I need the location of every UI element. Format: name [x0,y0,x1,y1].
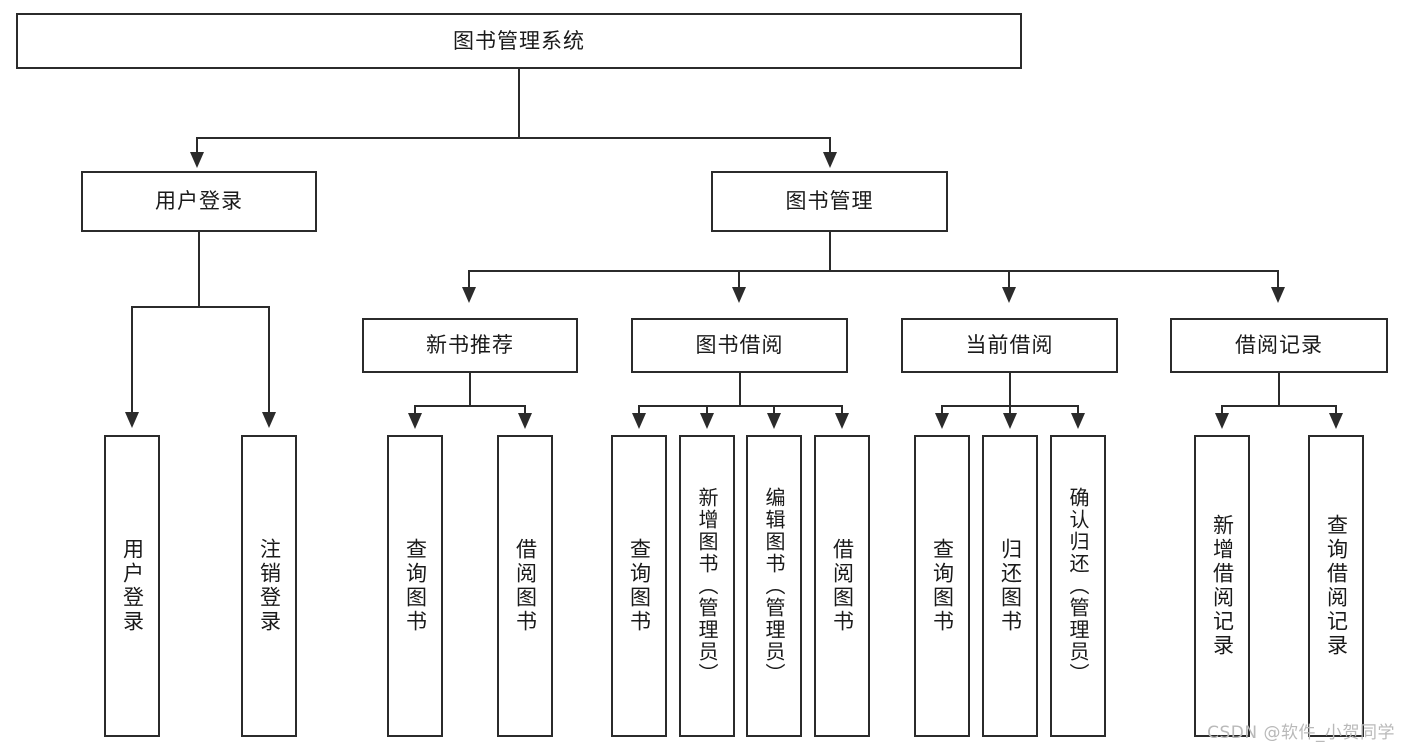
connector-current-borrow-drop-1 [941,405,943,415]
leaf-return-book[interactable]: 归还图书 [982,435,1038,737]
leaf-edit-book-admin[interactable]: 编辑图书（管理员） [746,435,802,737]
node-label: 归还图书 [998,538,1023,634]
connector-borrow-record-drop-2 [1335,405,1337,415]
connector-current-borrow-drop-3 [1077,405,1079,415]
node-label: 查询图书 [930,538,955,634]
connector-current-borrow-drop-2 [1009,405,1011,415]
connector-book-borrow-drop-4 [841,405,843,415]
connector-book-management-stem [829,232,831,271]
connector-user-login-bus [131,306,269,308]
arrow-to-leaf-add-book [700,413,714,429]
node-label: 借阅图书 [830,538,855,634]
node-label: 编辑图书（管理员） [762,487,786,685]
connector-new-book-drop-2 [524,405,526,415]
leaf-logout[interactable]: 注销登录 [241,435,297,737]
node-label: 新书推荐 [426,333,514,358]
arrow-to-book-management [823,152,837,168]
node-label: 新增借阅记录 [1210,514,1235,658]
arrow-to-leaf-borrow-book-1 [518,413,532,429]
node-book-management[interactable]: 图书管理 [711,171,948,232]
connector-borrow-record-stem [1278,373,1280,406]
connector-book-borrow-bus [638,405,841,407]
connector-level2-drop-left [196,137,198,155]
arrow-to-new-book-recommend [462,287,476,303]
arrow-to-leaf-return-book [1003,413,1017,429]
arrow-to-leaf-borrow-book-2 [835,413,849,429]
connector-new-book-drop-1 [414,405,416,415]
node-label: 用户登录 [155,189,243,214]
connector-user-login-stem [198,232,200,307]
arrow-to-current-borrow [1002,287,1016,303]
connector-user-login-drop-1 [131,306,133,414]
node-label: 注销登录 [257,538,282,634]
node-label: 查询图书 [403,538,428,634]
arrow-to-leaf-user-login [125,412,139,428]
connector-new-book-bus [414,405,525,407]
arrow-to-book-borrow [732,287,746,303]
connector-book-borrow-drop-2 [706,405,708,415]
node-label: 当前借阅 [965,333,1054,358]
arrow-to-leaf-logout [262,412,276,428]
connector-book-borrow-drop-1 [638,405,640,415]
node-book-borrow[interactable]: 图书借阅 [631,318,848,373]
leaf-query-book-borrow[interactable]: 查询图书 [611,435,667,737]
connector-level3-bus [468,270,1278,272]
arrow-to-leaf-query-record [1329,413,1343,429]
node-label: 借阅图书 [513,538,538,634]
leaf-add-book-admin[interactable]: 新增图书（管理员） [679,435,735,737]
connector-level3-drop-4 [1277,270,1279,289]
connector-level3-drop-1 [468,270,470,289]
leaf-confirm-return-admin[interactable]: 确认归还（管理员） [1050,435,1106,737]
connector-level3-drop-3 [1008,270,1010,289]
leaf-borrow-book-recommend[interactable]: 借阅图书 [497,435,553,737]
arrow-to-user-login [190,152,204,168]
connector-user-login-drop-2 [268,306,270,414]
node-user-login[interactable]: 用户登录 [81,171,317,232]
node-label: 用户登录 [120,538,145,634]
connector-current-borrow-stem [1009,373,1011,406]
connector-level3-drop-2 [738,270,740,289]
arrow-to-borrow-record [1271,287,1285,303]
connector-book-borrow-stem [739,373,741,406]
connector-new-book-stem [469,373,471,406]
leaf-query-borrow-record[interactable]: 查询借阅记录 [1308,435,1364,737]
connector-book-borrow-drop-3 [773,405,775,415]
connector-level2-bus [196,137,830,139]
leaf-query-book-current[interactable]: 查询图书 [914,435,970,737]
node-borrow-record[interactable]: 借阅记录 [1170,318,1388,373]
arrow-to-leaf-query-book-1 [408,413,422,429]
arrow-to-leaf-query-book-3 [935,413,949,429]
node-label: 借阅记录 [1235,333,1323,358]
connector-borrow-record-drop-1 [1221,405,1223,415]
node-label: 图书管理系统 [453,28,585,53]
leaf-user-login[interactable]: 用户登录 [104,435,160,737]
leaf-query-book-recommend[interactable]: 查询图书 [387,435,443,737]
node-current-borrow[interactable]: 当前借阅 [901,318,1118,373]
connector-root-stem [518,69,520,138]
leaf-add-borrow-record[interactable]: 新增借阅记录 [1194,435,1250,737]
node-root-book-management-system[interactable]: 图书管理系统 [16,13,1022,69]
node-label: 确认归还（管理员） [1066,487,1090,685]
arrow-to-leaf-add-record [1215,413,1229,429]
arrow-to-leaf-confirm-return [1071,413,1085,429]
node-label: 查询借阅记录 [1324,514,1349,658]
node-label: 查询图书 [627,538,652,634]
node-label: 图书借阅 [695,333,784,358]
connector-level2-drop-right [829,137,831,155]
connector-borrow-record-bus [1221,405,1335,407]
leaf-borrow-book[interactable]: 借阅图书 [814,435,870,737]
node-label: 新增图书（管理员） [695,487,719,685]
arrow-to-leaf-edit-book [767,413,781,429]
node-label: 图书管理 [785,189,874,214]
node-new-book-recommend[interactable]: 新书推荐 [362,318,578,373]
arrow-to-leaf-query-book-2 [632,413,646,429]
